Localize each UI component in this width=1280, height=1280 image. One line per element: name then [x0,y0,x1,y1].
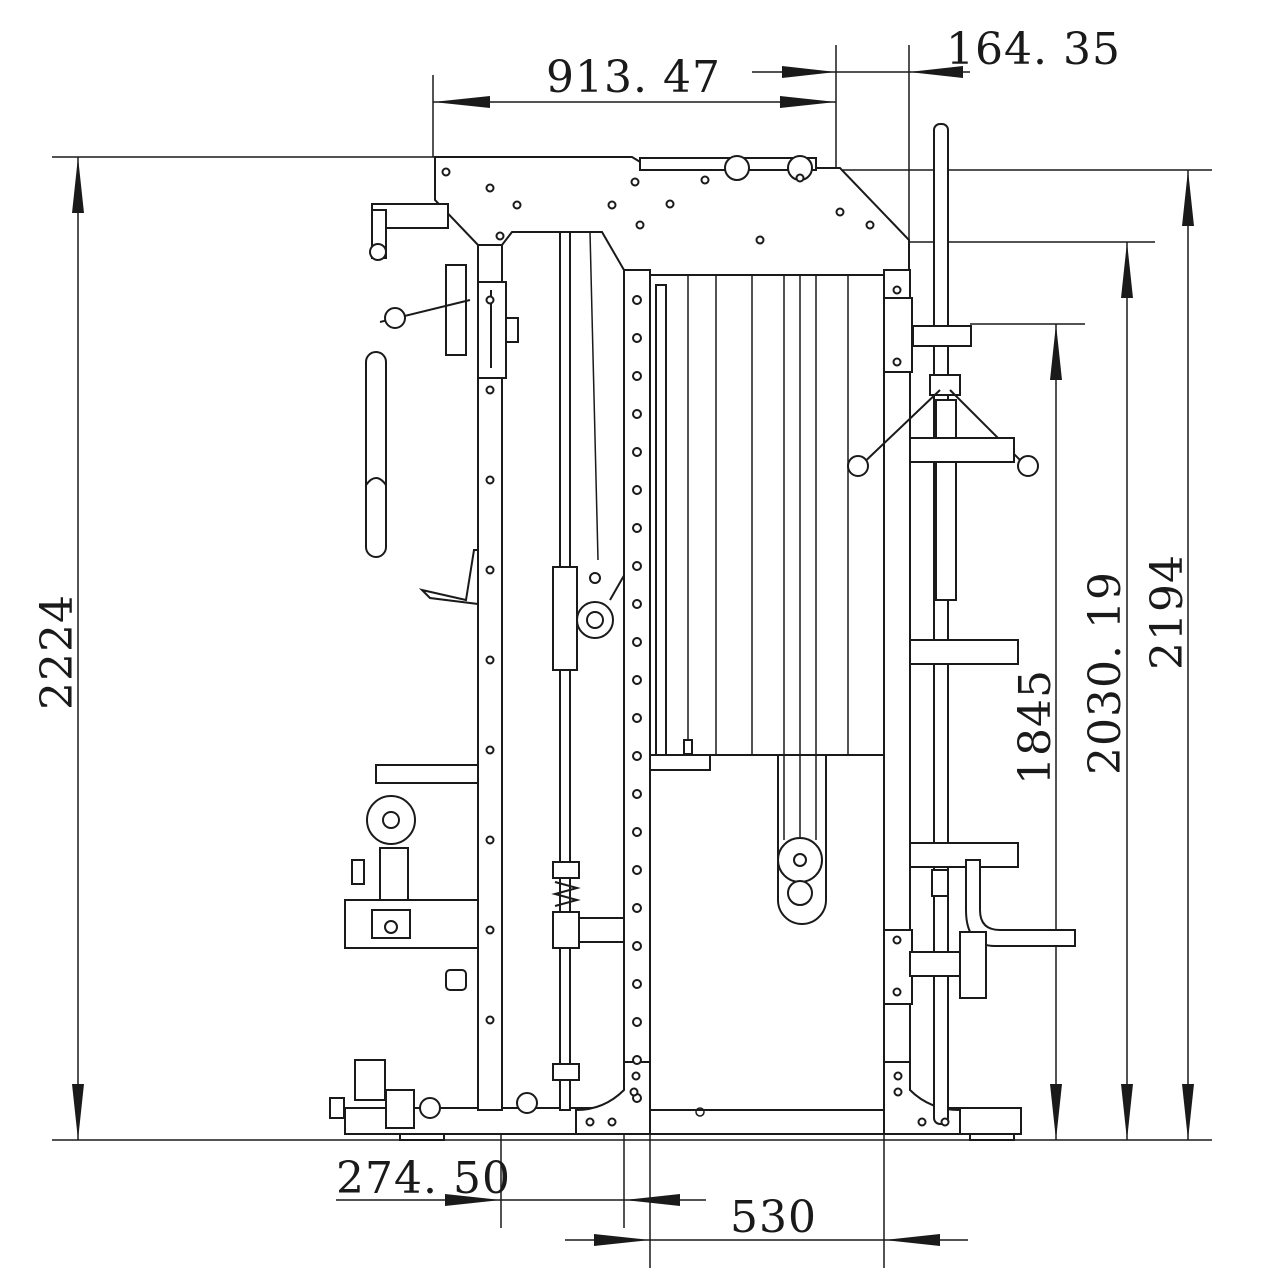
bolt-hole [865,220,875,230]
bolt-hole [632,523,642,533]
weight-stack [649,754,885,1111]
bolt-hole [632,409,642,419]
dim-top-width: 913. 47 [546,52,721,103]
bolt-hole [485,183,495,193]
bolt-hole [632,485,642,495]
dim-upright-height: 2194 [1142,554,1193,670]
bolt-hole [632,561,642,571]
bolt-hole [632,979,642,989]
bolt-hole [441,167,451,177]
bolt-hole [665,199,675,209]
bolt-hole [585,1117,595,1127]
bolt-hole [632,827,642,837]
right-storage-peg [909,639,1019,665]
bolt-hole [632,295,642,305]
bolt-hole [512,200,522,210]
dimension-labels: 913. 47 164. 35 2224 2194 2030. 19 1845 … [32,24,1193,1243]
bolt-hole [700,175,710,185]
bolt-holes [441,167,950,1127]
bolt-hole [632,447,642,457]
bolt-hole [632,865,642,875]
cable-handle[interactable] [365,351,387,558]
bolt-hole [635,220,645,230]
bolt-hole [940,1117,950,1127]
dim-total-height: 2224 [32,594,83,710]
bolt-hole [632,713,642,723]
bolt-hole [893,1071,903,1081]
dim-inner-height: 1845 [1010,669,1061,785]
bolt-hole [755,235,765,245]
machine-frame [329,123,1076,1141]
bolt-hole [632,637,642,647]
bolt-hole [630,177,640,187]
bolt-hole [632,675,642,685]
bolt-hole [632,941,642,951]
dim-top-offset: 164. 35 [946,24,1121,75]
bolt-hole [892,987,902,997]
bolt-hole [632,371,642,381]
bolt-hole [892,357,902,367]
bolt-hole [632,1055,642,1065]
bolt-hole [485,925,495,935]
bolt-hole [485,385,495,395]
bolt-hole [892,935,902,945]
bolt-hole [893,1087,903,1097]
bolt-hole [495,231,505,241]
bolt-hole [917,1117,927,1127]
bolt-hole [485,655,495,665]
bolt-hole [632,1017,642,1027]
top-gusset-plate [434,156,910,276]
bolt-hole [485,745,495,755]
bolt-hole [485,835,495,845]
bolt-hole [485,1015,495,1025]
dim-frame-height: 2030. 19 [1080,571,1131,775]
bolt-hole [485,295,495,305]
left-storage-peg [375,764,479,784]
bolt-hole [795,173,805,183]
bolt-hole [632,903,642,913]
bolt-hole [607,200,617,210]
dimension-lines [52,45,1212,1268]
stack-housing [649,274,885,756]
bolt-hole [835,207,845,217]
bolt-hole [629,1087,639,1097]
bolt-hole [607,1117,617,1127]
bolt-hole [485,565,495,575]
bolt-hole [892,285,902,295]
dim-bottom-center: 530 [730,1192,817,1243]
bolt-hole [631,1071,641,1081]
dim-bottom-left: 274. 50 [336,1153,511,1204]
bolt-hole [632,789,642,799]
bolt-hole [632,333,642,343]
bolt-hole [485,475,495,485]
bolt-hole [632,599,642,609]
bolt-hole [632,751,642,761]
